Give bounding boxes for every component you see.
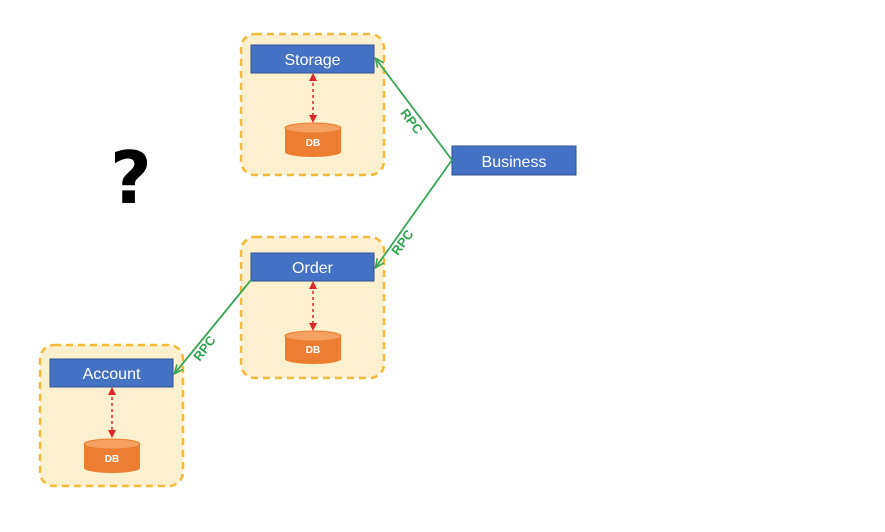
order-service-label: Order: [292, 260, 334, 277]
rpc-label-order-account: RPC: [190, 332, 219, 363]
storage-service-box[interactable]: Storage: [250, 44, 375, 74]
order-group: Order DB: [239, 235, 386, 380]
account-db-cylinder: DB: [83, 438, 141, 473]
rpc-line-business-storage: [376, 59, 453, 161]
question-mark: ?: [110, 136, 152, 220]
storage-db-label: DB: [306, 138, 320, 149]
order-db-cylinder: DB: [284, 330, 342, 364]
rpc-line-business-order: [376, 159, 453, 267]
rpc-label-business-storage: RPC: [397, 106, 426, 137]
business-service-label: Business: [482, 154, 547, 171]
storage-service-label: Storage: [284, 52, 340, 69]
order-service-box[interactable]: Order: [250, 252, 375, 282]
storage-db-cylinder: DB: [284, 122, 342, 157]
rpc-line-order-account: [175, 279, 252, 373]
account-service-box[interactable]: Account: [49, 358, 174, 388]
storage-group: Storage DB: [239, 32, 386, 177]
account-group: Account DB: [38, 343, 185, 488]
order-db-label: DB: [306, 345, 320, 356]
account-service-label: Account: [83, 366, 141, 383]
account-db-label: DB: [105, 454, 119, 465]
business-service-box[interactable]: Business: [451, 145, 577, 176]
rpc-label-business-order: RPC: [388, 226, 417, 258]
